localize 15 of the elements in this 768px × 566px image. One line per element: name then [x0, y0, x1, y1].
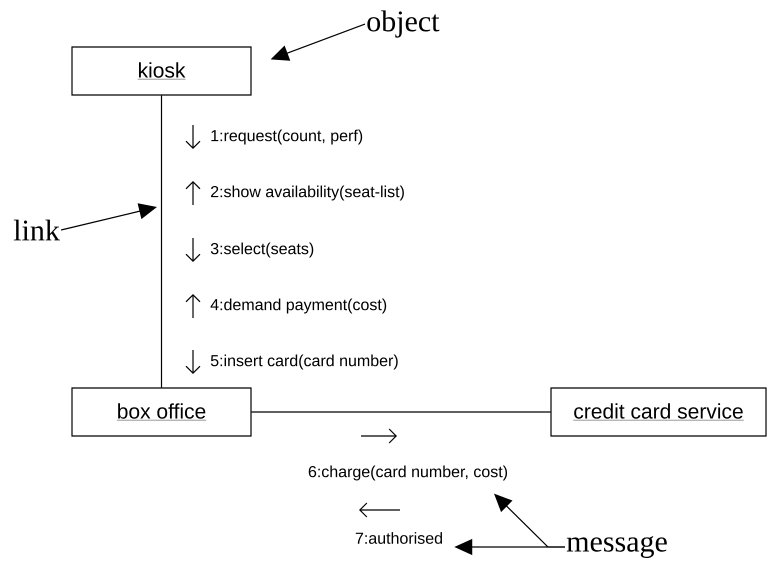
annotation-text: message [566, 536, 667, 558]
message-label: 3:select(seats) [210, 242, 314, 258]
object-box: credit card service [550, 387, 767, 437]
object-box: box office [71, 387, 252, 437]
message-label: 7:authorised [356, 532, 442, 544]
annotation-text: link [14, 220, 60, 240]
message-label: 5:insert card(card number) [210, 354, 398, 370]
message-label: 1:request(count, perf) [211, 130, 362, 144]
annotation-text: object [367, 10, 440, 38]
link-line [252, 411, 550, 413]
link-line [160, 96, 162, 388]
message-label: 6:charge(card number, cost) [308, 466, 508, 480]
object-box: kiosk [71, 46, 252, 96]
message-label: 4:demand payment(cost) [210, 298, 386, 314]
message-label: 2:show availability(seat-list) [211, 186, 404, 200]
